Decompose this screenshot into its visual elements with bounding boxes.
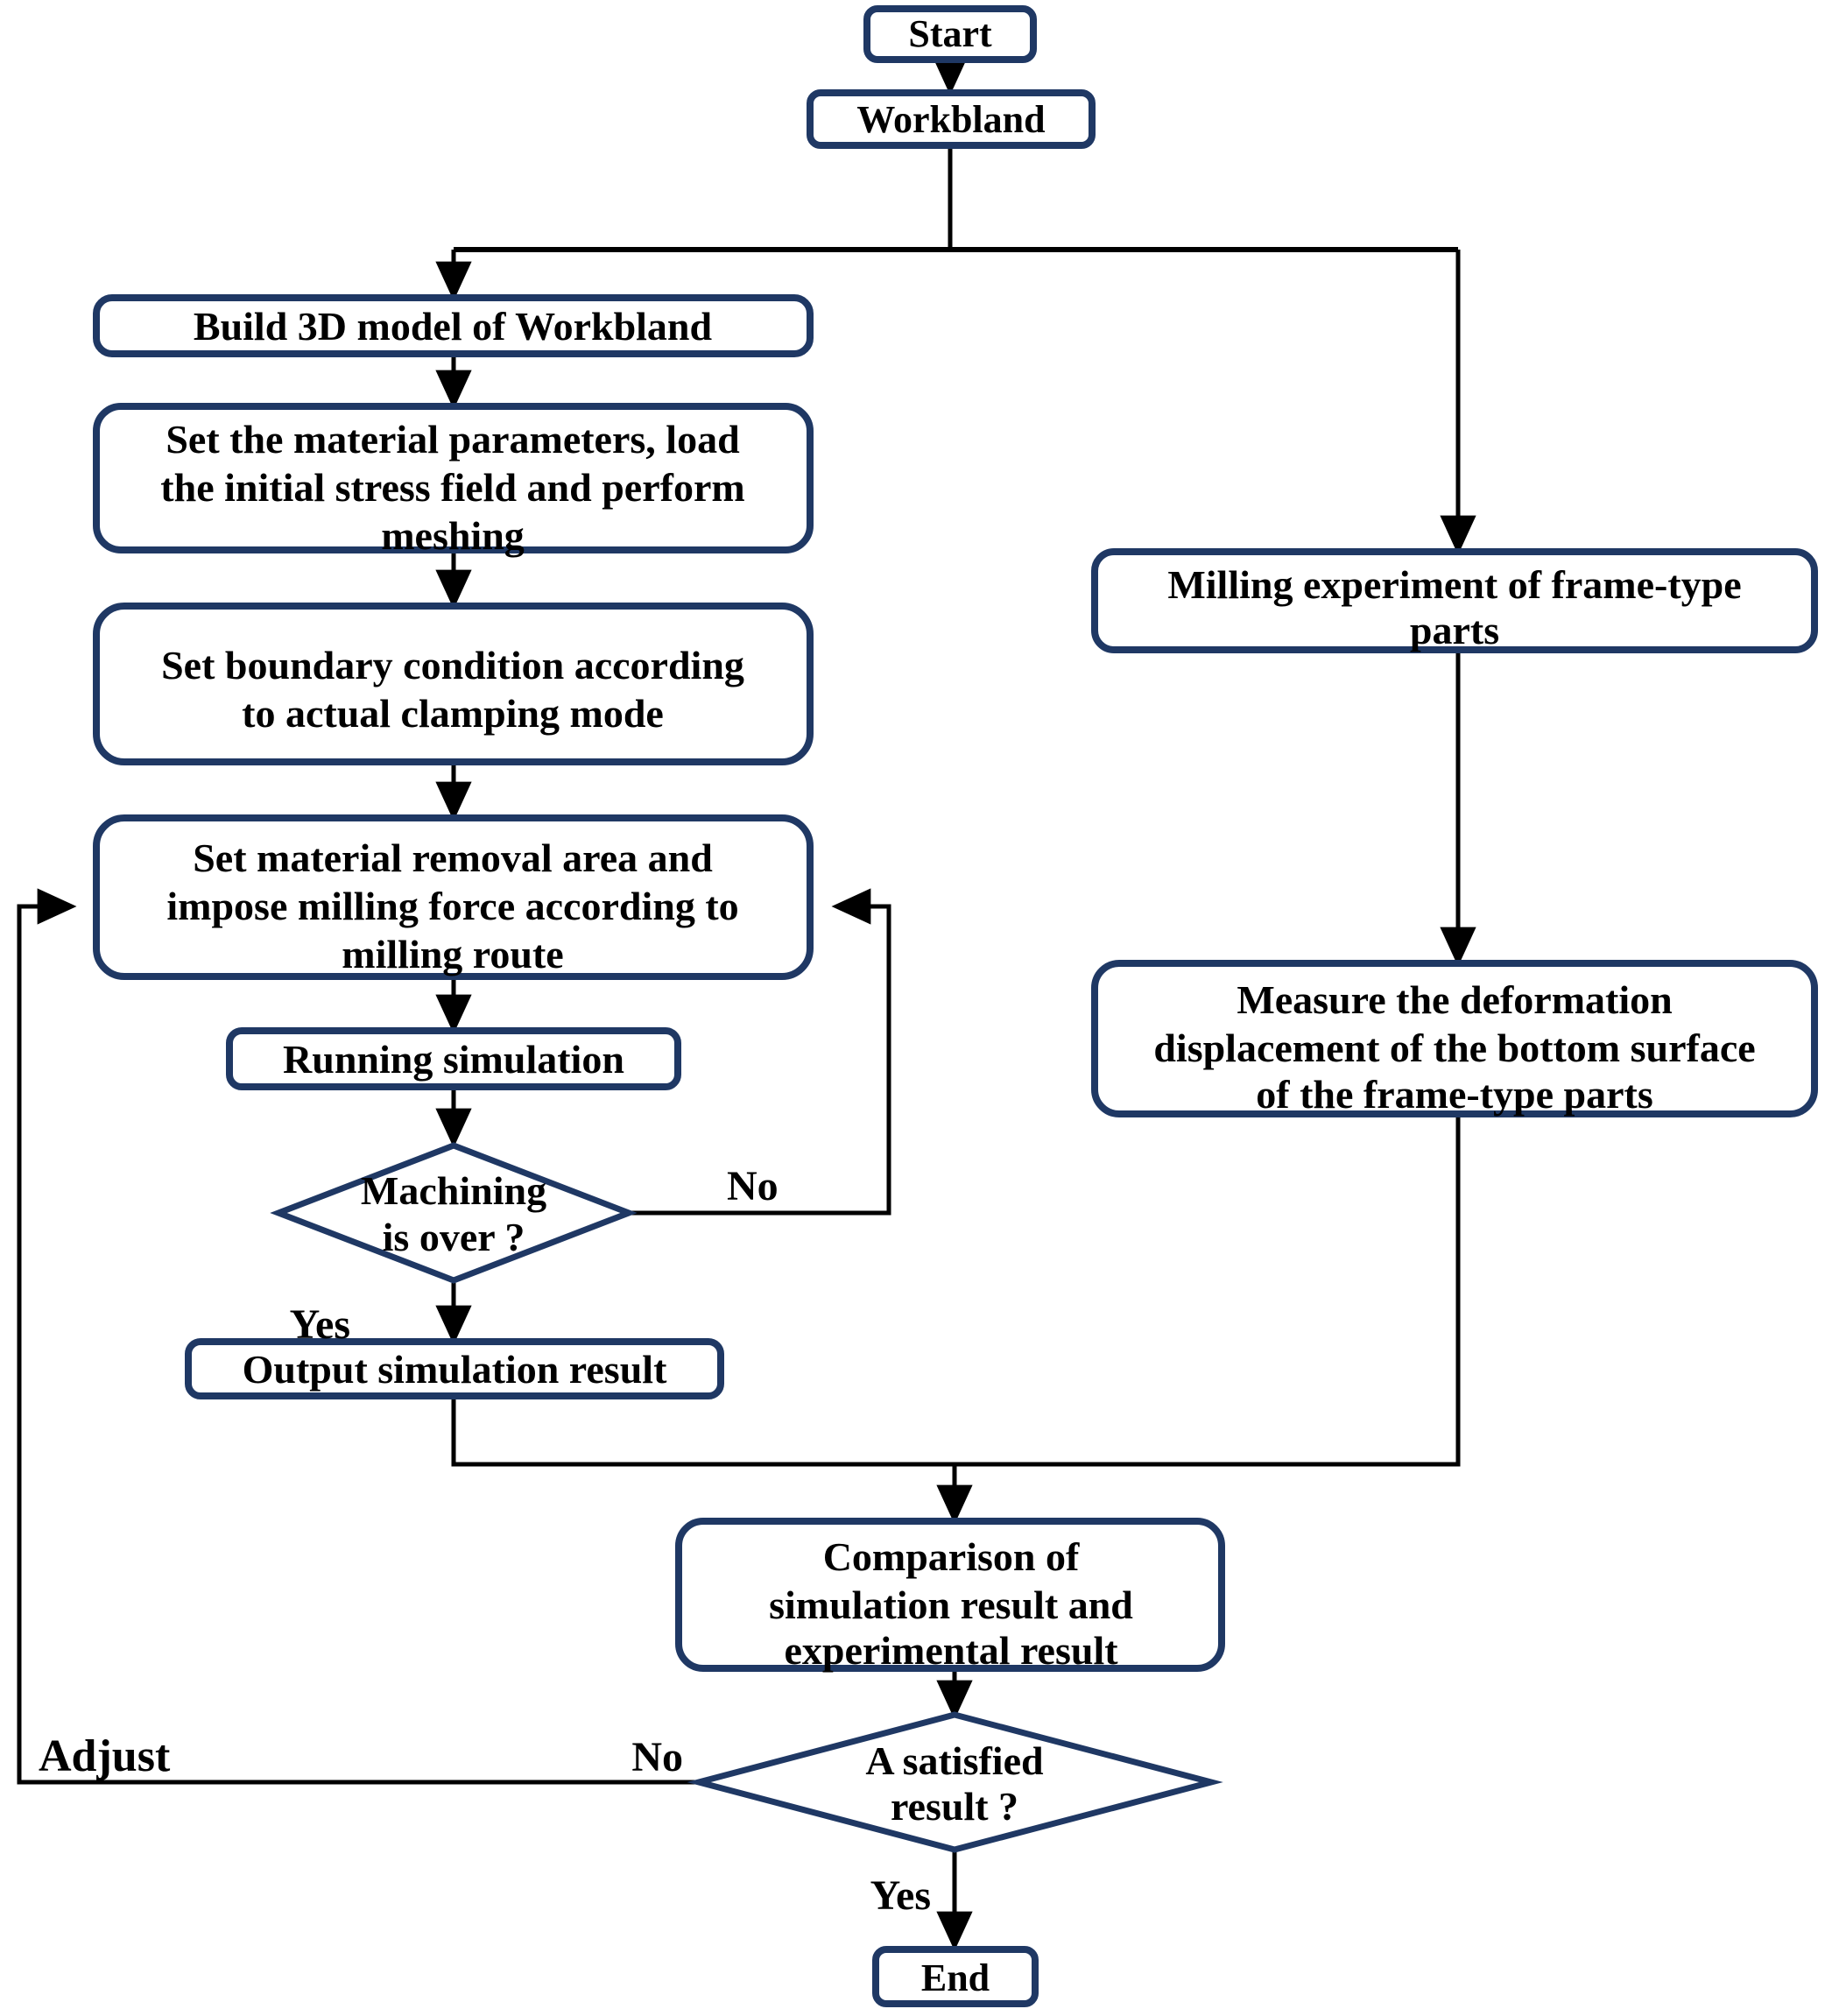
machining-decision-line1: Machining <box>361 1168 546 1213</box>
set-removal-box[interactable] <box>93 814 814 980</box>
set-material-line1: Set the material parameters, load <box>166 417 740 462</box>
measure-deformation-box[interactable] <box>1091 960 1818 1117</box>
start-box[interactable] <box>863 5 1037 63</box>
set-boundary-line2: to actual clamping mode <box>242 691 664 736</box>
build-model-box[interactable] <box>93 294 814 357</box>
node-milling-experiment[interactable]: Milling experiment of frame-type parts <box>1091 548 1818 653</box>
set-removal-line2: impose milling force according to <box>166 884 738 928</box>
node-running-simulation[interactable]: Running simulation <box>226 1027 681 1090</box>
node-set-boundary-condition[interactable]: Set boundary condition according to actu… <box>93 603 814 765</box>
connectors <box>17 55 1476 1951</box>
milling-experiment-line2: parts <box>1410 608 1499 652</box>
edge-label-satisfied-yes: Yes <box>870 1872 931 1919</box>
set-material-box[interactable] <box>93 403 814 553</box>
edge-output-to-merge <box>451 1397 955 1467</box>
edge-label-machining-yes: Yes <box>290 1301 350 1348</box>
satisfied-decision-line2: result ? <box>891 1784 1018 1829</box>
node-workbland[interactable]: Workbland <box>807 89 1096 149</box>
end-box[interactable] <box>872 1946 1039 2007</box>
machining-decision-line2: is over ? <box>383 1215 525 1259</box>
node-start[interactable]: Start <box>863 5 1037 63</box>
edge-satisfied-no-adjust-loop <box>17 888 699 1785</box>
measure-deformation-line3: of the frame-type parts <box>1256 1072 1652 1117</box>
set-removal-line3: milling route <box>342 932 563 976</box>
measure-deformation-line1: Measure the deformation <box>1237 977 1672 1022</box>
node-comparison[interactable]: Comparison of simulation result and expe… <box>675 1518 1225 1673</box>
machining-decision-diamond[interactable] <box>270 1142 638 1284</box>
milling-experiment-box[interactable] <box>1091 548 1818 653</box>
satisfied-decision-line1: A satisfied <box>865 1738 1044 1783</box>
node-measure-deformation[interactable]: Measure the deformation displacement of … <box>1091 960 1818 1117</box>
comparison-line3: experimental result <box>784 1628 1118 1673</box>
edge-label-adjust: Adjust <box>39 1731 171 1781</box>
node-set-material-removal[interactable]: Set material removal area and impose mil… <box>93 814 814 980</box>
workbland-box[interactable] <box>807 89 1096 149</box>
node-end[interactable]: End <box>872 1946 1039 2007</box>
edge-label-machining-no: No <box>727 1163 779 1209</box>
edge-label-satisfied-no: No <box>631 1734 683 1780</box>
set-boundary-line1: Set boundary condition according <box>161 643 744 687</box>
satisfied-decision-diamond[interactable] <box>687 1711 1223 1853</box>
start-label: Start <box>908 12 992 55</box>
set-material-line2: the initial stress field and perform <box>160 465 744 510</box>
comparison-box[interactable] <box>675 1518 1225 1672</box>
running-sim-box[interactable] <box>226 1027 681 1090</box>
workbland-label: Workbland <box>856 98 1045 141</box>
set-removal-line1: Set material removal area and <box>193 835 713 880</box>
edge-measure-to-merge <box>955 1114 1461 1467</box>
set-material-line3: meshing <box>381 513 525 558</box>
edge-machining-no-loop <box>629 888 891 1216</box>
node-satisfied-result-decision[interactable]: A satisfied result ? <box>687 1711 1223 1853</box>
output-result-label: Output simulation result <box>243 1347 667 1392</box>
measure-deformation-line2: displacement of the bottom surface <box>1153 1026 1755 1070</box>
comparison-line1: Comparison of <box>823 1534 1080 1579</box>
output-result-box[interactable] <box>185 1338 724 1399</box>
end-label: End <box>921 1956 990 1999</box>
node-build-3d-model[interactable]: Build 3D model of Workbland <box>93 294 814 357</box>
set-boundary-box[interactable] <box>93 603 814 765</box>
node-machining-over-decision[interactable]: Machining is over ? <box>270 1142 638 1284</box>
comparison-line2: simulation result and <box>769 1582 1133 1627</box>
node-set-material-parameters[interactable]: Set the material parameters, load the in… <box>93 403 814 558</box>
milling-experiment-line1: Milling experiment of frame-type <box>1167 562 1741 607</box>
build-model-label: Build 3D model of Workbland <box>194 304 713 349</box>
running-sim-label: Running simulation <box>283 1037 624 1082</box>
node-output-simulation-result[interactable]: Output simulation result <box>185 1338 724 1399</box>
